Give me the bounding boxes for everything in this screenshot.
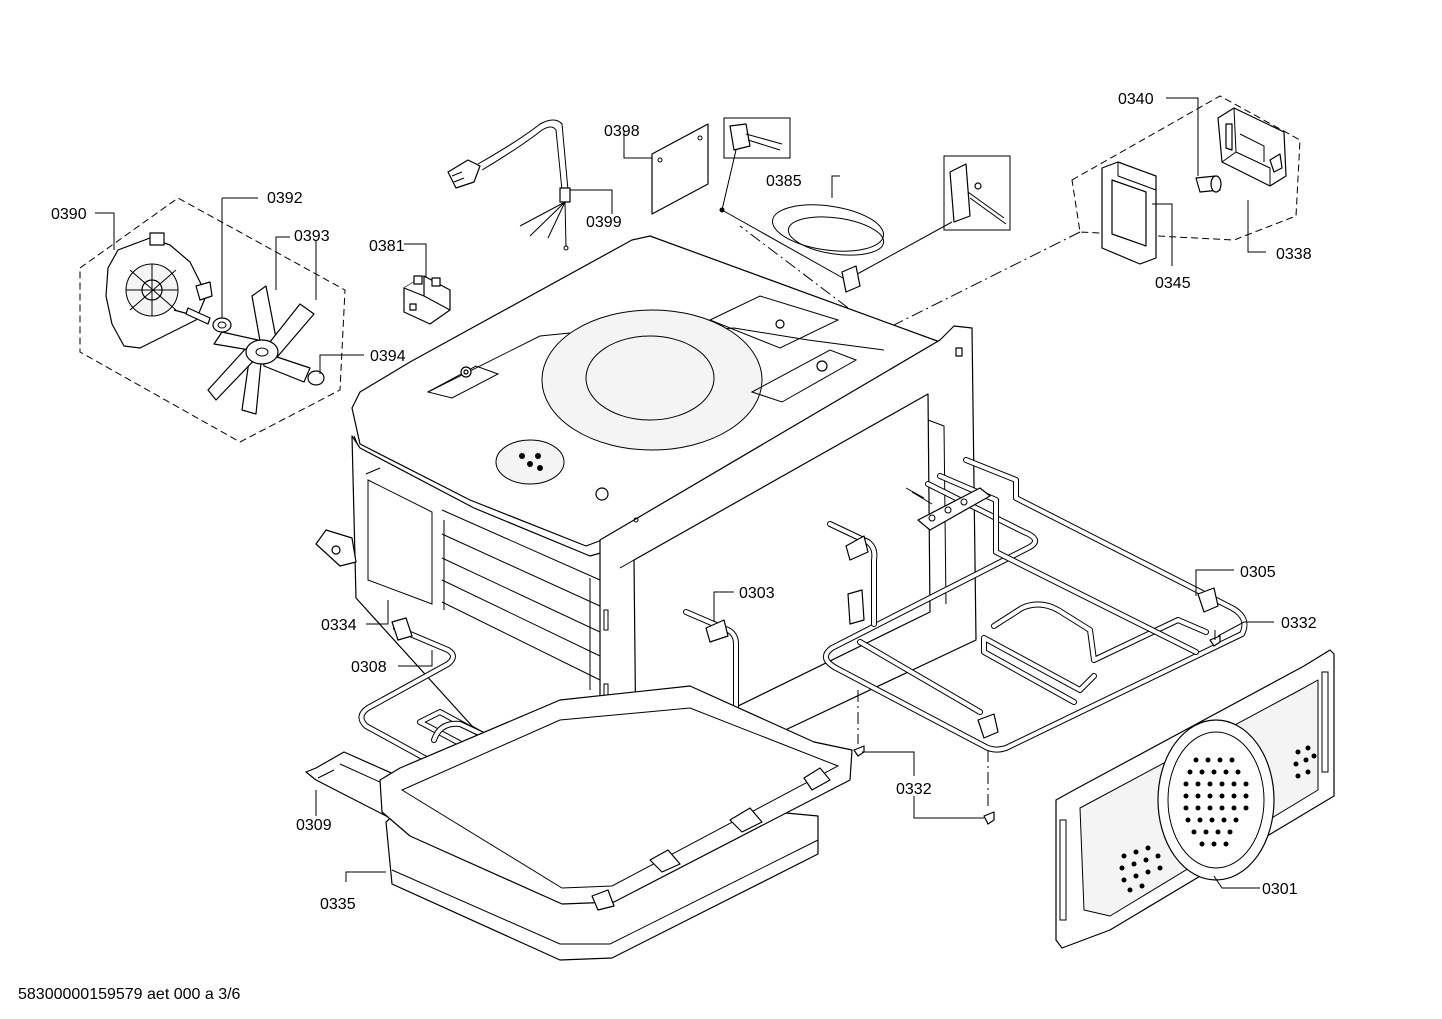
label-0332-bottom: 0332 <box>896 781 932 798</box>
label-0381: 0381 <box>369 238 405 255</box>
label-0309: 0309 <box>296 817 332 834</box>
screws <box>853 630 1221 825</box>
wiring-harness <box>719 117 1011 293</box>
power-cable <box>447 119 571 251</box>
top-heating-element <box>823 457 1248 753</box>
label-0332-top: 0332 <box>1281 615 1317 632</box>
control-box-group <box>739 95 1301 333</box>
label-0390: 0390 <box>51 206 87 223</box>
fan-nut <box>307 370 325 386</box>
label-0308: 0308 <box>351 659 387 676</box>
drawing-reference: 58300000159579 aet 000 a 3/6 <box>18 986 241 1003</box>
label-0301: 0301 <box>1262 881 1298 898</box>
label-0399: 0399 <box>586 214 622 231</box>
fan-blade <box>207 285 315 415</box>
label-0340: 0340 <box>1118 91 1154 108</box>
oven-bottom-shell <box>379 685 853 961</box>
label-0385: 0385 <box>766 173 802 190</box>
hex-nut <box>212 317 232 333</box>
label-0334: 0334 <box>321 617 357 634</box>
cover-plate <box>651 123 709 215</box>
label-0392: 0392 <box>267 190 303 207</box>
label-0335: 0335 <box>320 896 356 913</box>
label-0305: 0305 <box>1240 564 1276 581</box>
label-0345: 0345 <box>1155 275 1191 292</box>
relay <box>403 275 451 325</box>
label-0303: 0303 <box>739 585 775 602</box>
rear-panel <box>1055 649 1335 949</box>
label-0398: 0398 <box>604 123 640 140</box>
label-0394: 0394 <box>370 348 406 365</box>
temperature-sensor <box>683 521 878 729</box>
part-labels: 0340 0398 0385 0390 0392 0393 0399 0381 … <box>51 91 1317 913</box>
label-0338: 0338 <box>1276 246 1312 263</box>
label-0393: 0393 <box>294 228 330 245</box>
vent-holes <box>1119 745 1317 893</box>
fan-motor <box>105 232 213 349</box>
